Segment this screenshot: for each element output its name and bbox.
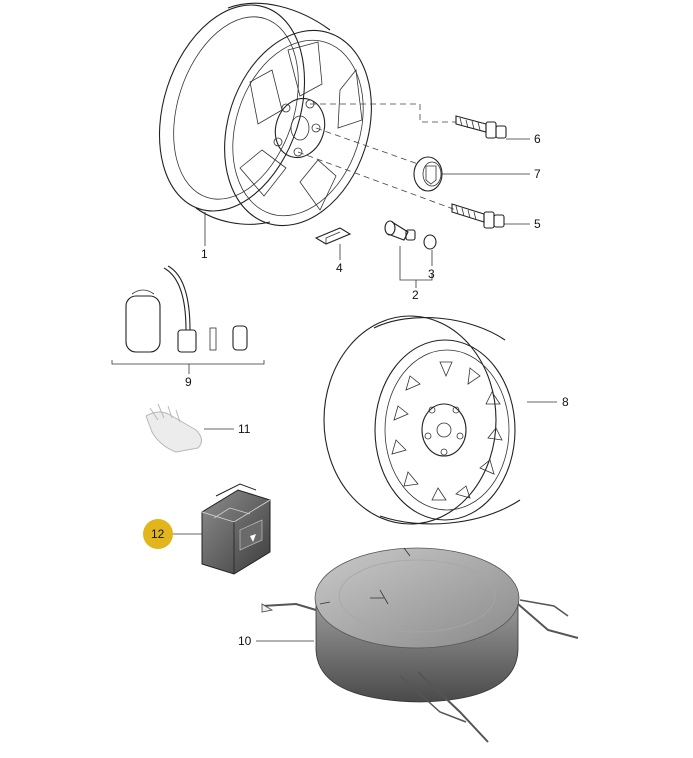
label-7: 7 bbox=[534, 167, 541, 181]
center-cap bbox=[413, 156, 530, 192]
label-6: 6 bbox=[534, 132, 541, 146]
label-3: 3 bbox=[428, 267, 435, 281]
label-10: 10 bbox=[238, 634, 252, 648]
label-9: 9 bbox=[185, 375, 192, 389]
alloy-wheel bbox=[158, 2, 372, 246]
balance-weight bbox=[314, 227, 352, 260]
wheel-bolt-6 bbox=[455, 115, 530, 140]
label-5: 5 bbox=[534, 217, 541, 231]
tire-sealant-kit bbox=[111, 265, 265, 374]
tire-valve bbox=[384, 220, 437, 288]
label-1: 1 bbox=[201, 247, 208, 261]
explode-lines bbox=[297, 103, 457, 211]
label-2: 2 bbox=[412, 288, 419, 302]
label-8: 8 bbox=[562, 395, 569, 409]
highlight-marker-12 bbox=[143, 519, 173, 549]
gloves bbox=[145, 403, 234, 453]
spare-wheel bbox=[323, 315, 557, 525]
air-compressor bbox=[170, 483, 271, 575]
tire-storage-case bbox=[256, 547, 579, 743]
label-4: 4 bbox=[336, 261, 343, 275]
label-11: 11 bbox=[238, 422, 251, 436]
label-12: 12 bbox=[151, 527, 165, 541]
wheel-bolt-5 bbox=[451, 203, 530, 229]
